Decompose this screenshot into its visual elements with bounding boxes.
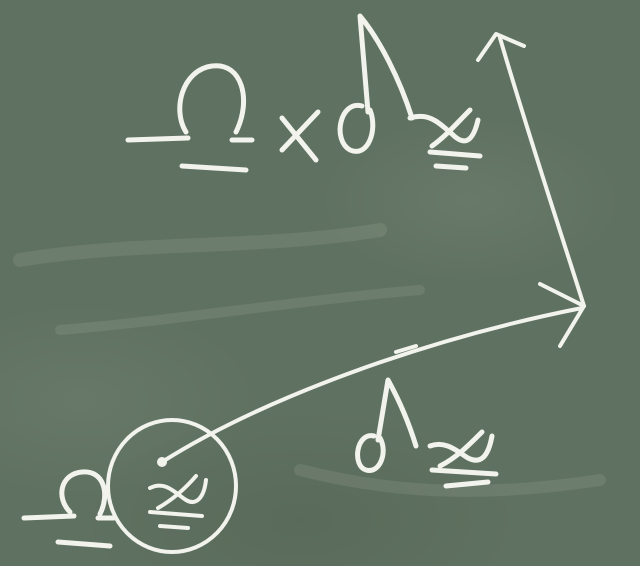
- eighth-note-symbol-bottom: [355, 377, 419, 473]
- x-underlined-circled: [148, 474, 208, 530]
- times-symbol: [279, 109, 321, 163]
- upward-arrow: [476, 32, 586, 308]
- bottom-right-formula: [355, 377, 499, 489]
- circle-around-x: [106, 418, 238, 554]
- omega-symbol-top: [125, 63, 255, 173]
- top-formula: [125, 13, 483, 173]
- origin-dot: [157, 457, 167, 467]
- omega-symbol-bottom: [21, 469, 117, 549]
- x-underlined-top: [407, 107, 483, 171]
- long-arrow: [160, 282, 586, 464]
- bottom-left-formula: [21, 418, 238, 554]
- x-underlined-bottom: [427, 429, 499, 489]
- eighth-note-symbol-top: [337, 13, 415, 154]
- eraser-smudges: [13, 223, 606, 497]
